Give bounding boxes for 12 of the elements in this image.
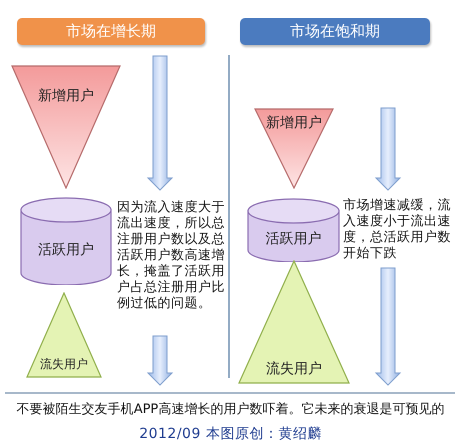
annotation-text: 市场增速减缓，流入速度小于流出速度，总活跃用户数开始下跌 bbox=[343, 198, 452, 262]
triangle: 流失用户 bbox=[26, 292, 102, 378]
funnel-triangle: 新增用户 bbox=[254, 108, 334, 189]
header-banner: 市场在增长期 bbox=[17, 18, 205, 45]
credit-line: 2012/09 本图原创：黄绍麟 bbox=[138, 426, 323, 442]
cylinder: 活跃用户 bbox=[20, 197, 112, 285]
funnel-triangle: 新增用户 bbox=[11, 65, 121, 189]
annotation-text: 因为流入速度大于流出速度，所以总注册用户数以及总活跃用户数高速增长，掩盖了活跃用户占总注册用户比例过低的问题。 bbox=[117, 200, 226, 312]
caption: 不要被陌生交友手机APP高速增长的用户数吓着。它未来的衰退是可预见的 bbox=[16, 402, 446, 418]
cylinder: 活跃用户 bbox=[247, 198, 340, 262]
header-banner: 市场在饱和期 bbox=[240, 18, 430, 45]
triangle: 流失用户 bbox=[238, 260, 350, 384]
